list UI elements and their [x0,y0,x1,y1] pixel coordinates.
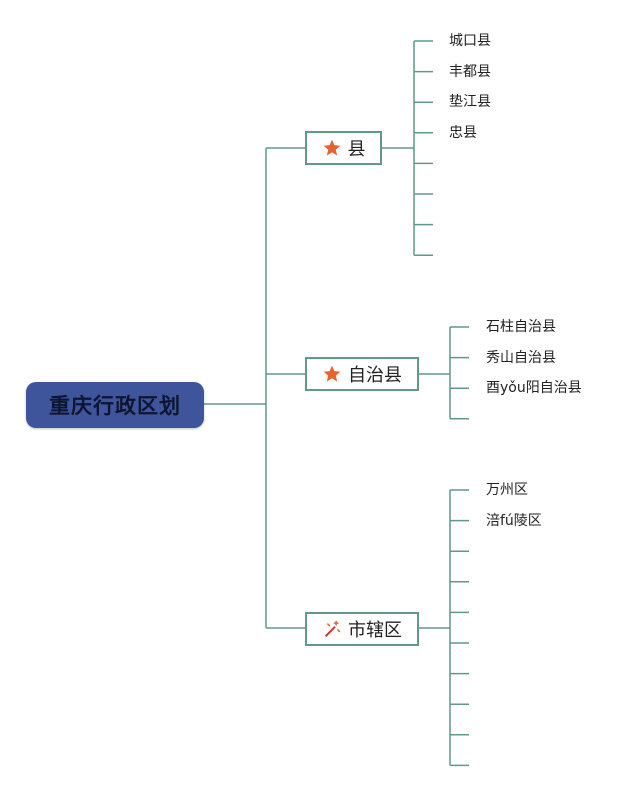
leaf-label[interactable]: 丰都县 [449,63,491,80]
root-title: 重庆行政区划 [49,394,181,418]
leaf-label[interactable]: 万州区 [486,482,528,498]
leaf-label[interactable]: 酉yǒu阳自治县 [486,380,582,397]
category-label: 县 [347,139,366,160]
leaf-label[interactable]: 垫江县 [449,94,491,111]
category-label: 市辖区 [348,620,402,641]
leaf-label[interactable]: 秀山自治县 [486,349,556,366]
leaf-label[interactable]: 忠县 [449,124,477,141]
category-node-autonomous-county[interactable]: 自治县 [305,357,419,391]
root-node[interactable]: 重庆行政区划 [26,382,204,428]
category-label: 自治县 [348,365,402,386]
star-icon [322,364,342,384]
category-node-county[interactable]: 县 [305,131,382,165]
category-node-district[interactable]: 市辖区 [305,612,419,646]
magic-wand-icon [322,619,342,639]
star-icon [322,138,342,158]
leaf-label[interactable]: 石柱自治县 [486,319,556,335]
leaf-label[interactable]: 城口县 [449,33,491,49]
leaf-label[interactable]: 涪fú陵区 [486,512,542,529]
